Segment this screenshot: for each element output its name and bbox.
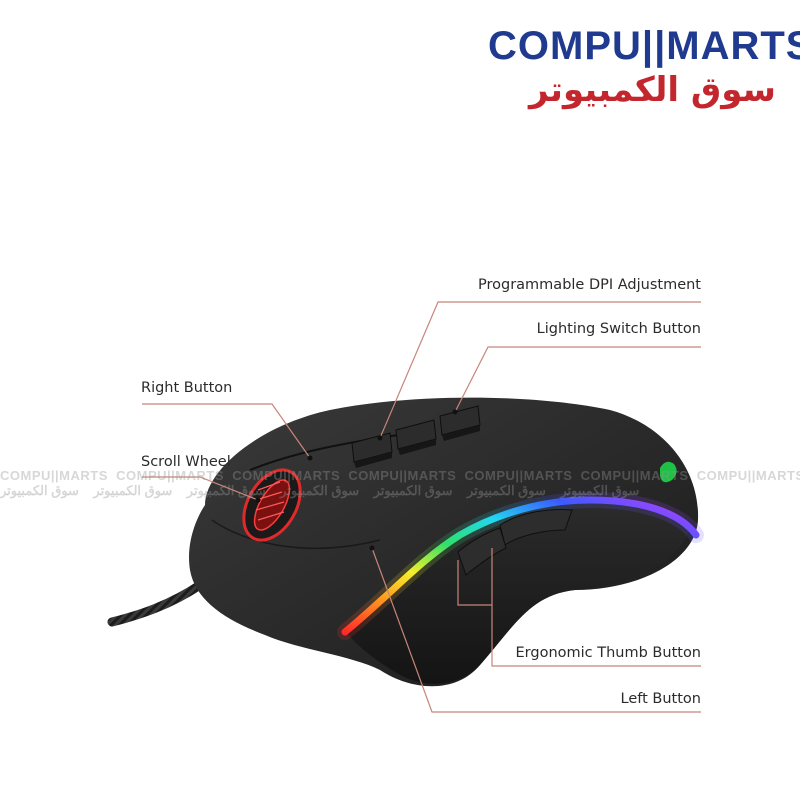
leader-scroll-wheel: [142, 476, 259, 501]
palm-logo-icon: [660, 461, 677, 483]
callout-lighting-switch: Lighting Switch Button: [536, 321, 701, 337]
dpi-buttons: [351, 405, 481, 468]
brand-name-ar: سوق الكمبيوتر: [529, 70, 776, 110]
brand-logo: COMPU||MARTS سوق الكمبيوتر: [488, 24, 800, 110]
leader-thumb: [491, 548, 701, 667]
thumb-button-front: [499, 509, 573, 546]
callout-scroll-wheel: Scroll Wheel: [141, 454, 231, 470]
watermark-band: COMPU||MARTS COMPU||MARTS COMPU||MARTS C…: [0, 468, 800, 498]
callout-dpi-adjustment: Programmable DPI Adjustment: [478, 277, 701, 293]
mouse-side-panel: [345, 503, 690, 684]
thumb-button-back: [457, 527, 507, 576]
leader-left-button: [371, 547, 701, 713]
leader-dpi: [379, 301, 701, 439]
mouse-cable: [107, 580, 205, 627]
leader-lighting: [454, 346, 701, 413]
brand-name-en: COMPU||MARTS: [488, 24, 800, 68]
callout-thumb-button: Ergonomic Thumb Button: [515, 645, 701, 661]
callout-right-button: Right Button: [141, 380, 233, 396]
leader-right-button: [142, 403, 311, 459]
callout-left-button: Left Button: [620, 691, 701, 707]
leader-lines: [142, 301, 701, 713]
